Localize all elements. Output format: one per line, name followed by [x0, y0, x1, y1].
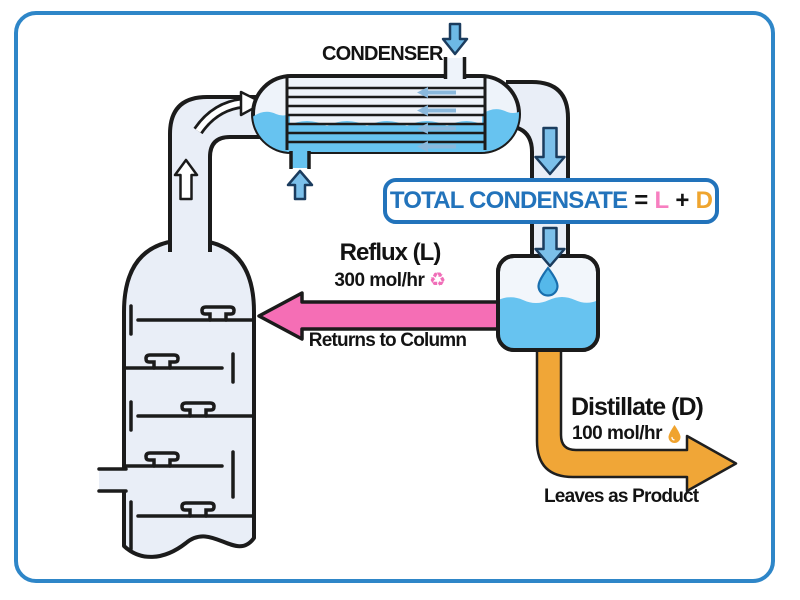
top-stub-walls — [443, 57, 467, 79]
bottom-stub-fill — [292, 146, 308, 168]
reflux-rate-value: 300 mol/hr — [334, 270, 425, 291]
distillate-title: Distillate (D) — [571, 393, 704, 421]
bubble-cap — [180, 501, 216, 518]
vapor-pipe — [168, 90, 265, 252]
bubble-cap — [144, 353, 180, 370]
coolant-in-arrow-icon — [441, 22, 469, 56]
reflux-drum — [496, 226, 600, 352]
reflux-title: Reflux (L) — [339, 239, 442, 266]
distillate-note: Leaves as Product — [544, 486, 699, 507]
coolant-flow-arrows — [417, 87, 456, 152]
feed-stub-walls — [97, 467, 128, 493]
reflux-note: Returns to Column — [308, 330, 467, 351]
distillate-pipe-arrow — [535, 346, 738, 493]
feed-stub-fill — [99, 470, 126, 490]
column-feed-stub — [97, 467, 128, 493]
distillate-rate-value: 100 mol/hr — [572, 423, 663, 445]
condenser-tubes — [287, 86, 485, 144]
vapor-up-arrow-icon — [173, 158, 199, 201]
recycle-icon: ♻ — [429, 269, 446, 291]
condensate-pipe-outline — [506, 80, 570, 260]
flow-left-arrow-icon — [417, 105, 456, 116]
bottom-stub-walls — [289, 151, 311, 169]
flow-left-arrow-icon — [417, 87, 456, 98]
distillate-rate: 100 mol/hr — [572, 424, 682, 444]
flow-left-arrow-icon — [417, 141, 456, 152]
reflux-rate: 300 mol/hr ♻ — [290, 269, 490, 291]
drum-liquid — [498, 297, 598, 350]
condenser-liquid-band — [287, 121, 485, 152]
equation-d-symbol: D — [695, 187, 713, 214]
flow-down-arrow-icon — [534, 126, 566, 176]
droplet-icon — [537, 266, 559, 297]
total-condensate-equation-box: TOTAL CONDENSATE = L + D — [383, 178, 719, 224]
coolant-up-arrow-icon — [286, 169, 314, 201]
droplet-icon — [668, 425, 681, 443]
condenser — [251, 22, 521, 201]
bubble-cap — [200, 305, 236, 322]
condenser-label: CONDENSER — [322, 43, 443, 65]
equation-l-symbol: L — [654, 187, 670, 214]
bubble-cap — [144, 451, 180, 468]
equation-plus-sign: + — [675, 187, 689, 214]
equation-equals-sign: = — [634, 187, 648, 214]
vapor-pipe-outline — [168, 95, 262, 252]
flow-down-arrow-icon — [534, 226, 566, 268]
vapor-pipe-outline — [208, 135, 262, 252]
condenser-top-stub — [441, 22, 469, 80]
top-stub-fill — [447, 58, 463, 80]
reflux-arrow — [257, 291, 504, 341]
flow-left-arrow-icon — [417, 123, 456, 134]
bubble-cap — [180, 401, 216, 418]
column-trays — [124, 304, 254, 551]
distillation-column — [97, 238, 256, 559]
condenser-bottom-stub — [286, 146, 314, 201]
equation-total-label: TOTAL CONDENSATE — [389, 187, 628, 214]
vapor-curve-arrow-icon — [195, 100, 244, 133]
